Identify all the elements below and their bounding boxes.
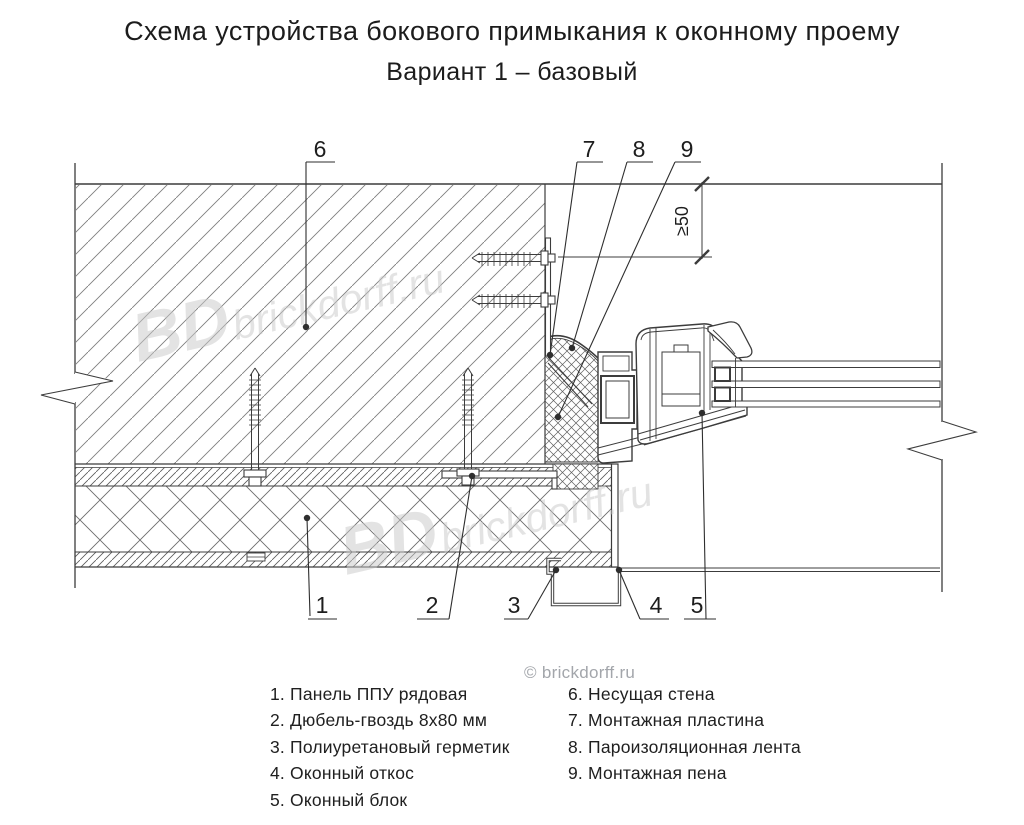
legend-item-2: 2. Дюбель-гвоздь 8х80 мм [270,710,488,731]
legend-right-column: 6. Несущая стена 7. Монтажная пластина 8… [568,681,801,787]
page-title: Схема устройства бокового примыкания к о… [124,16,900,46]
legend-item-7: 7. Монтажная пластина [568,710,765,731]
dimension-label: ≥50 [672,206,692,236]
callout-label-8: 8 [633,136,646,162]
callout-label-2: 2 [426,592,439,618]
break-symbol-right [906,420,978,461]
callout-label-5: 5 [691,592,704,618]
callout-label-4: 4 [650,592,663,618]
load-bearing-wall [76,184,546,464]
legend-item-4: 4. Оконный откос [270,763,415,784]
callout-label-7: 7 [583,136,596,162]
page-subtitle: Вариант 1 – базовый [386,58,638,86]
callout-label-3: 3 [508,592,521,618]
legend-item-9: 9. Монтажная пена [568,763,727,784]
dowel-nail-horizontal-2 [471,292,556,308]
dowel-nail-vertical-2 [456,367,480,486]
legend-item-1: 1. Панель ППУ рядовая [270,684,468,704]
legend-left-column: 1. Панель ППУ рядовая 2. Дюбель-гвоздь 8… [270,681,510,813]
dowel-nail-vertical-1 [243,367,267,487]
dowel-nail-horizontal-1 [471,250,556,266]
legend-item-3: 3. Полиуретановый герметик [270,736,510,757]
ppu-panel [75,463,619,568]
mounting-foam [544,337,599,490]
window-reveal [546,557,940,607]
callout-label-9: 9 [681,136,694,162]
copyright: © brickdorff.ru [524,663,636,682]
legend-item-6: 6. Несущая стена [568,684,715,704]
callout-label-1: 1 [316,592,329,618]
callouts: 1 2 3 4 5 6 7 8 9 [302,136,716,620]
dimension-50: ≥50 [558,176,712,265]
glazing-unit [711,358,941,408]
panel-joint [246,552,266,562]
break-symbol-left [40,371,114,405]
drawing-boundaries [74,163,943,592]
window-block [597,321,941,464]
callout-label-6: 6 [314,136,327,162]
legend-item-5: 5. Оконный блок [270,789,408,810]
vapor-barrier-tape [544,334,601,408]
legend-item-8: 8. Пароизоляционная лента [568,736,801,757]
